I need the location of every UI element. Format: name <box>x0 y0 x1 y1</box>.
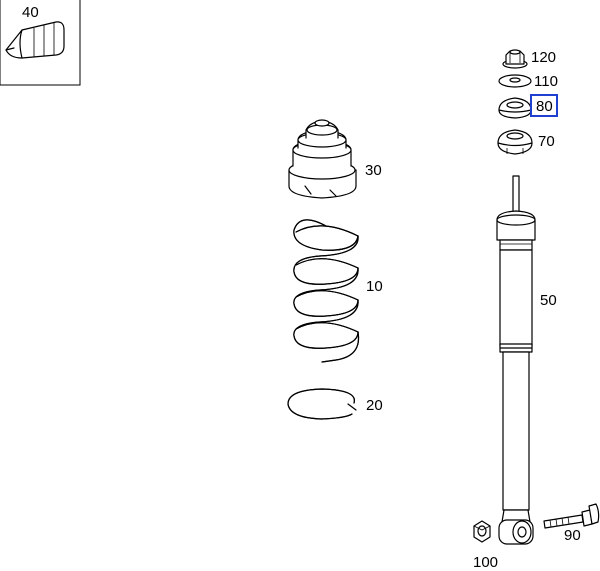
bolt-icon <box>543 503 600 529</box>
spring-seat-icon <box>287 388 357 420</box>
coil-spring-icon <box>293 219 360 363</box>
label-50[interactable]: 50 <box>540 292 557 309</box>
label-90[interactable]: 90 <box>564 527 581 544</box>
label-100[interactable]: 100 <box>473 554 498 571</box>
washer-icon <box>498 74 532 88</box>
bump-stop-icon <box>0 0 81 86</box>
label-40[interactable]: 40 <box>22 4 39 21</box>
shock-absorber-icon <box>496 175 536 545</box>
label-10[interactable]: 10 <box>366 278 383 295</box>
label-30[interactable]: 30 <box>365 162 382 179</box>
flange-nut-icon <box>502 49 528 69</box>
label-20[interactable]: 20 <box>366 397 383 414</box>
lower-mount-icon <box>497 129 533 155</box>
label-70[interactable]: 70 <box>538 133 555 150</box>
hex-nut-icon <box>473 520 491 543</box>
dust-boot-icon <box>288 119 357 199</box>
rubber-mount-icon <box>498 97 532 119</box>
label-110[interactable]: 110 <box>534 73 558 90</box>
label-80[interactable]: 80 <box>536 98 553 115</box>
label-120[interactable]: 120 <box>531 49 556 66</box>
highlight-box-80[interactable] <box>530 94 558 117</box>
